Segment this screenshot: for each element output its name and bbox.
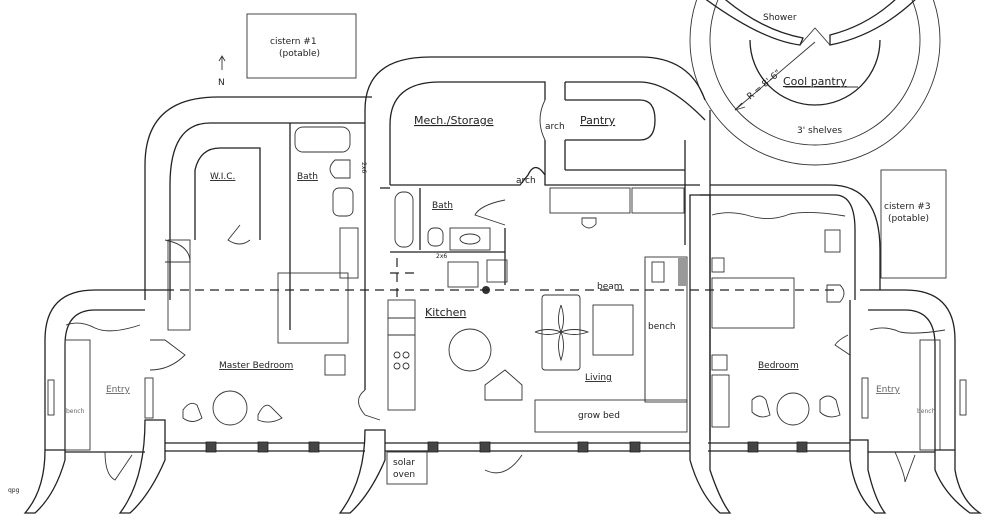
entry-right bbox=[860, 289, 967, 451]
south-window-wall bbox=[165, 441, 850, 485]
radius-dimension-line bbox=[734, 41, 816, 111]
room-cool-pantry: Cool pantry bbox=[783, 75, 847, 88]
room-wic: W.I.C. bbox=[210, 172, 235, 182]
room-master-bedroom: Master Bedroom bbox=[219, 361, 293, 371]
cool-pantry-walls bbox=[689, 0, 941, 166]
wall bbox=[144, 96, 372, 300]
grow-bed-label: grow bed bbox=[578, 411, 620, 421]
arch-note-1: arch bbox=[545, 122, 565, 132]
cistern-1-box bbox=[246, 13, 357, 79]
room-bedroom: Bedroom bbox=[758, 361, 799, 371]
cistern-3-label: cistern #3 bbox=[884, 202, 931, 212]
wall bbox=[364, 56, 706, 390]
bench-left: bench bbox=[66, 408, 85, 415]
room-shower: Shower bbox=[763, 13, 797, 23]
room-entry-right: Entry bbox=[876, 385, 901, 395]
room-bath-master: Bath bbox=[297, 172, 318, 182]
bench-right: bench bbox=[917, 408, 936, 415]
room-mech-storage: Mech./Storage bbox=[414, 114, 494, 127]
stud-note-1: 2x6 bbox=[360, 162, 367, 173]
cistern-1-label: cistern #1 bbox=[270, 37, 317, 47]
cistern-1-sublabel: (potable) bbox=[279, 49, 320, 59]
shelves-note: 3' shelves bbox=[797, 126, 842, 136]
bench-living: bench bbox=[648, 322, 676, 332]
buttresses bbox=[23, 194, 983, 514]
room-living: Living bbox=[585, 373, 612, 383]
solar-oven-label-2: oven bbox=[393, 470, 415, 480]
ceiling-fan-icon bbox=[534, 304, 590, 362]
room-entry-left: Entry bbox=[106, 385, 131, 395]
beam-note: beam bbox=[597, 282, 623, 292]
room-pantry: Pantry bbox=[580, 114, 616, 127]
solar-oven-label-1: solar bbox=[393, 458, 415, 468]
cistern-3-box bbox=[880, 169, 947, 279]
stud-note-2: 2x6 bbox=[436, 253, 447, 260]
kitchen-table bbox=[448, 328, 492, 372]
north-label: N bbox=[218, 78, 225, 88]
signature: qpg bbox=[8, 487, 20, 494]
radius-note: R = 8'-6" bbox=[746, 68, 784, 102]
solar-oven bbox=[386, 451, 428, 485]
entry-left bbox=[44, 289, 165, 451]
north-arrow-icon bbox=[218, 55, 226, 70]
room-bath-center: Bath bbox=[432, 201, 453, 211]
arch-note-2: arch bbox=[516, 176, 536, 186]
cistern-3-sublabel: (potable) bbox=[888, 214, 929, 224]
room-kitchen: Kitchen bbox=[425, 306, 466, 319]
